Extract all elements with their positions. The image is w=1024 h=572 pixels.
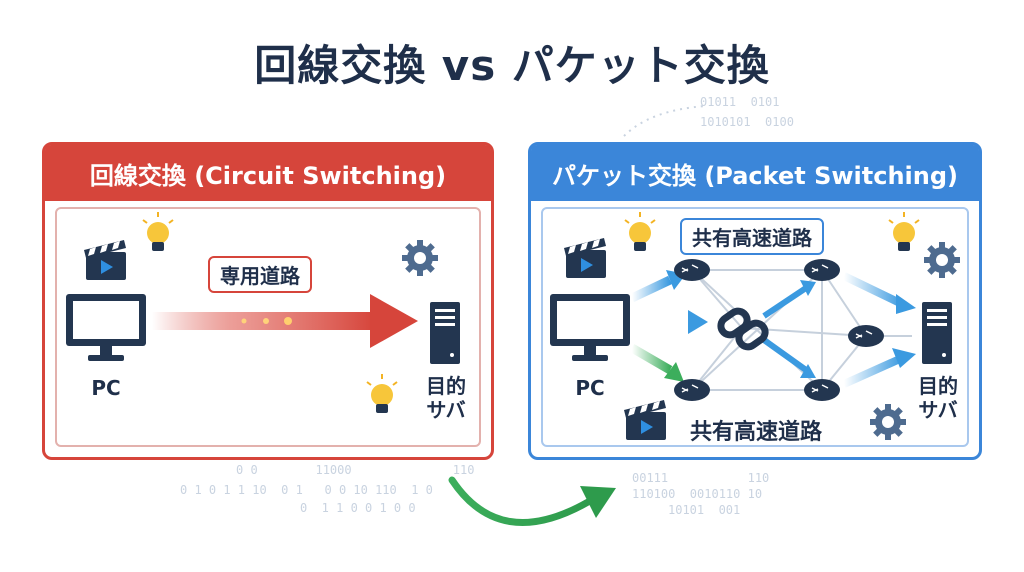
dedicated-path-arrow bbox=[152, 294, 418, 348]
binary-top-right-1: 01011 0101 bbox=[700, 95, 780, 109]
monitor-icon bbox=[550, 294, 630, 361]
clapperboard-icon bbox=[564, 238, 606, 278]
transition-arrow bbox=[448, 476, 616, 526]
binary-bottom-mid-3: 10101 001 bbox=[668, 503, 741, 517]
circuit-switching-header: 回線交換 (Circuit Switching) bbox=[45, 145, 491, 201]
server-icon bbox=[922, 302, 952, 364]
circuit-switching-panel: 回線交換 (Circuit Switching) bbox=[42, 142, 494, 460]
shared-highway-tag-bottom: 共有高速道路 bbox=[690, 420, 823, 445]
binary-bottom-mid-2: 110100 0010110 10 bbox=[632, 487, 763, 501]
page-title: 回線交換 vs パケット交換 bbox=[254, 41, 770, 90]
binary-bottom-left-1: 0 0 11000 110 bbox=[236, 463, 475, 477]
binary-bottom-left-2: 0 1 0 1 1 10 0 1 0 0 10 110 1 0 bbox=[180, 483, 433, 497]
right-dest-label-line1: 目的 bbox=[918, 374, 958, 398]
router-icon bbox=[804, 379, 840, 401]
router-icon bbox=[674, 259, 710, 281]
router-icon bbox=[674, 379, 710, 401]
binary-bottom-mid-1: 00111 110 bbox=[632, 471, 770, 485]
lightbulb-icon bbox=[142, 212, 174, 251]
monitor-icon bbox=[66, 294, 146, 361]
lightbulb-icon bbox=[888, 212, 920, 251]
left-source-label: PC bbox=[91, 376, 121, 400]
right-dest-label-line2: サバ bbox=[918, 398, 958, 422]
clapperboard-icon bbox=[624, 400, 666, 440]
server-icon bbox=[430, 302, 460, 364]
lightbulb-icon bbox=[624, 212, 656, 251]
packet-switching-header: パケット交換 (Packet Switching) bbox=[531, 145, 979, 201]
dotted-trail bbox=[623, 105, 707, 137]
router-icon bbox=[804, 259, 840, 281]
binary-top-right-2: 1010101 0100 bbox=[700, 115, 794, 129]
gear-icon bbox=[402, 240, 438, 276]
gear-icon bbox=[924, 242, 960, 278]
left-dest-label-line2: サバ bbox=[426, 398, 466, 422]
binary-bottom-left-3: 0 1 1 0 0 1 0 0 bbox=[300, 501, 416, 515]
router-icon bbox=[848, 325, 884, 347]
shared-highway-tag-top: 共有高速道路 bbox=[680, 218, 824, 255]
chain-link-icon bbox=[717, 307, 769, 351]
dedicated-path-tag: 専用道路 bbox=[208, 256, 312, 293]
right-source-label: PC bbox=[575, 376, 605, 400]
circuit-switching-body bbox=[55, 207, 481, 447]
packet-network bbox=[629, 259, 916, 401]
packet-switching-body bbox=[541, 207, 969, 447]
lightbulb-icon bbox=[366, 374, 398, 413]
clapperboard-icon bbox=[84, 240, 126, 280]
gear-icon bbox=[870, 404, 906, 440]
left-dest-label-line1: 目的 bbox=[426, 374, 466, 398]
